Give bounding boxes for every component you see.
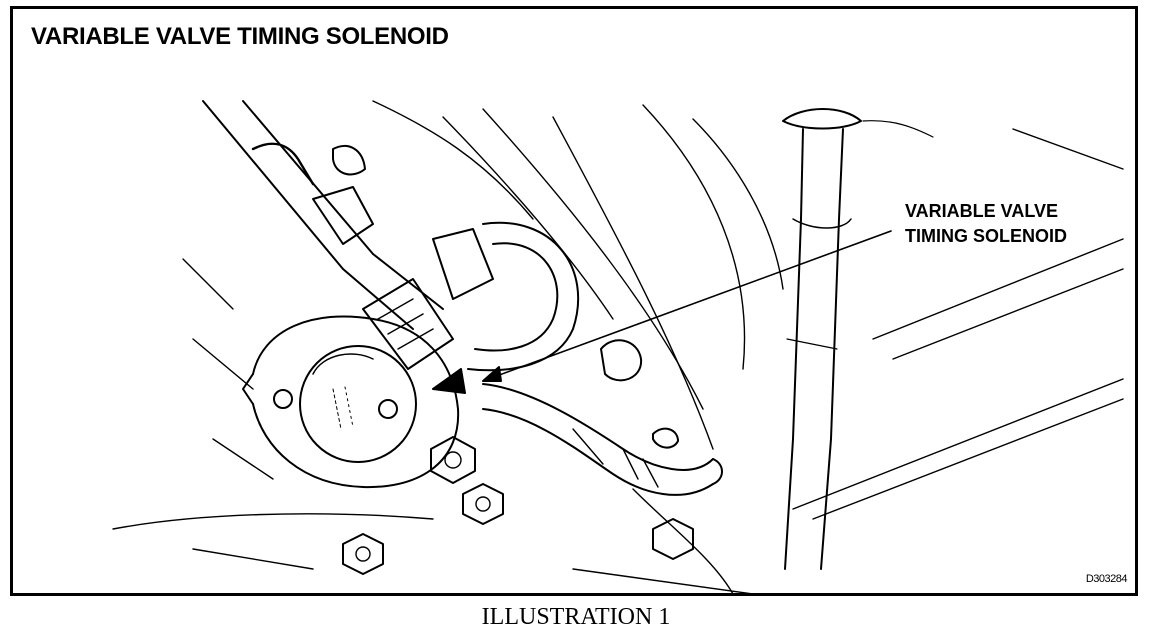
illustration-frame: VARIABLE VALVE TIMING SOLENOID VARIABLE … xyxy=(10,6,1138,596)
callout-leader xyxy=(432,230,892,394)
solenoid-body xyxy=(242,315,460,489)
diagram-title: VARIABLE VALVE TIMING SOLENOID xyxy=(31,23,449,50)
solenoid-callout-label: VARIABLE VALVE TIMING SOLENOID xyxy=(905,199,1067,249)
drawing-code: D303284 xyxy=(1085,573,1128,585)
illustration-caption: ILLUSTRATION 1 xyxy=(481,604,671,630)
harness-loop xyxy=(362,221,580,372)
engine-background-lines xyxy=(112,100,1124,593)
dipstick-tube xyxy=(782,108,934,570)
callout-line-1: VARIABLE VALVE xyxy=(905,201,1059,221)
lower-pipe xyxy=(482,383,723,560)
upper-hose xyxy=(202,100,444,330)
callout-line-2: TIMING SOLENOID xyxy=(905,226,1067,246)
engine-line-drawing xyxy=(112,100,1124,593)
mounting-bolts xyxy=(342,339,643,575)
